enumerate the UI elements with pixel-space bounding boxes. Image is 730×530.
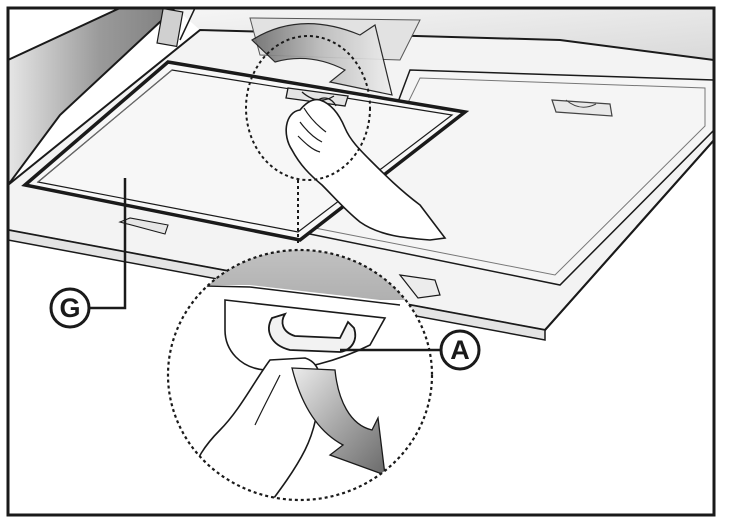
- callout-g-label: G: [59, 293, 80, 323]
- magnify-circle-small: [245, 35, 371, 181]
- hand-pulling-latch: [285, 97, 447, 241]
- callout-g-circle: [49, 287, 91, 329]
- filter-latch-right: [551, 99, 613, 117]
- callout-a-label: A: [450, 335, 470, 365]
- callout-a-circle: [439, 329, 481, 371]
- latch-slot-front: [398, 274, 441, 299]
- figure-frame: [6, 6, 716, 517]
- zoom-circle-outline: [166, 248, 434, 502]
- callout-a: A: [340, 329, 481, 371]
- latch-handle-a: [268, 312, 357, 353]
- callout-g: G: [49, 178, 127, 329]
- hood-side-panel: [8, 8, 177, 187]
- curved-arrow-icon: [251, 23, 393, 96]
